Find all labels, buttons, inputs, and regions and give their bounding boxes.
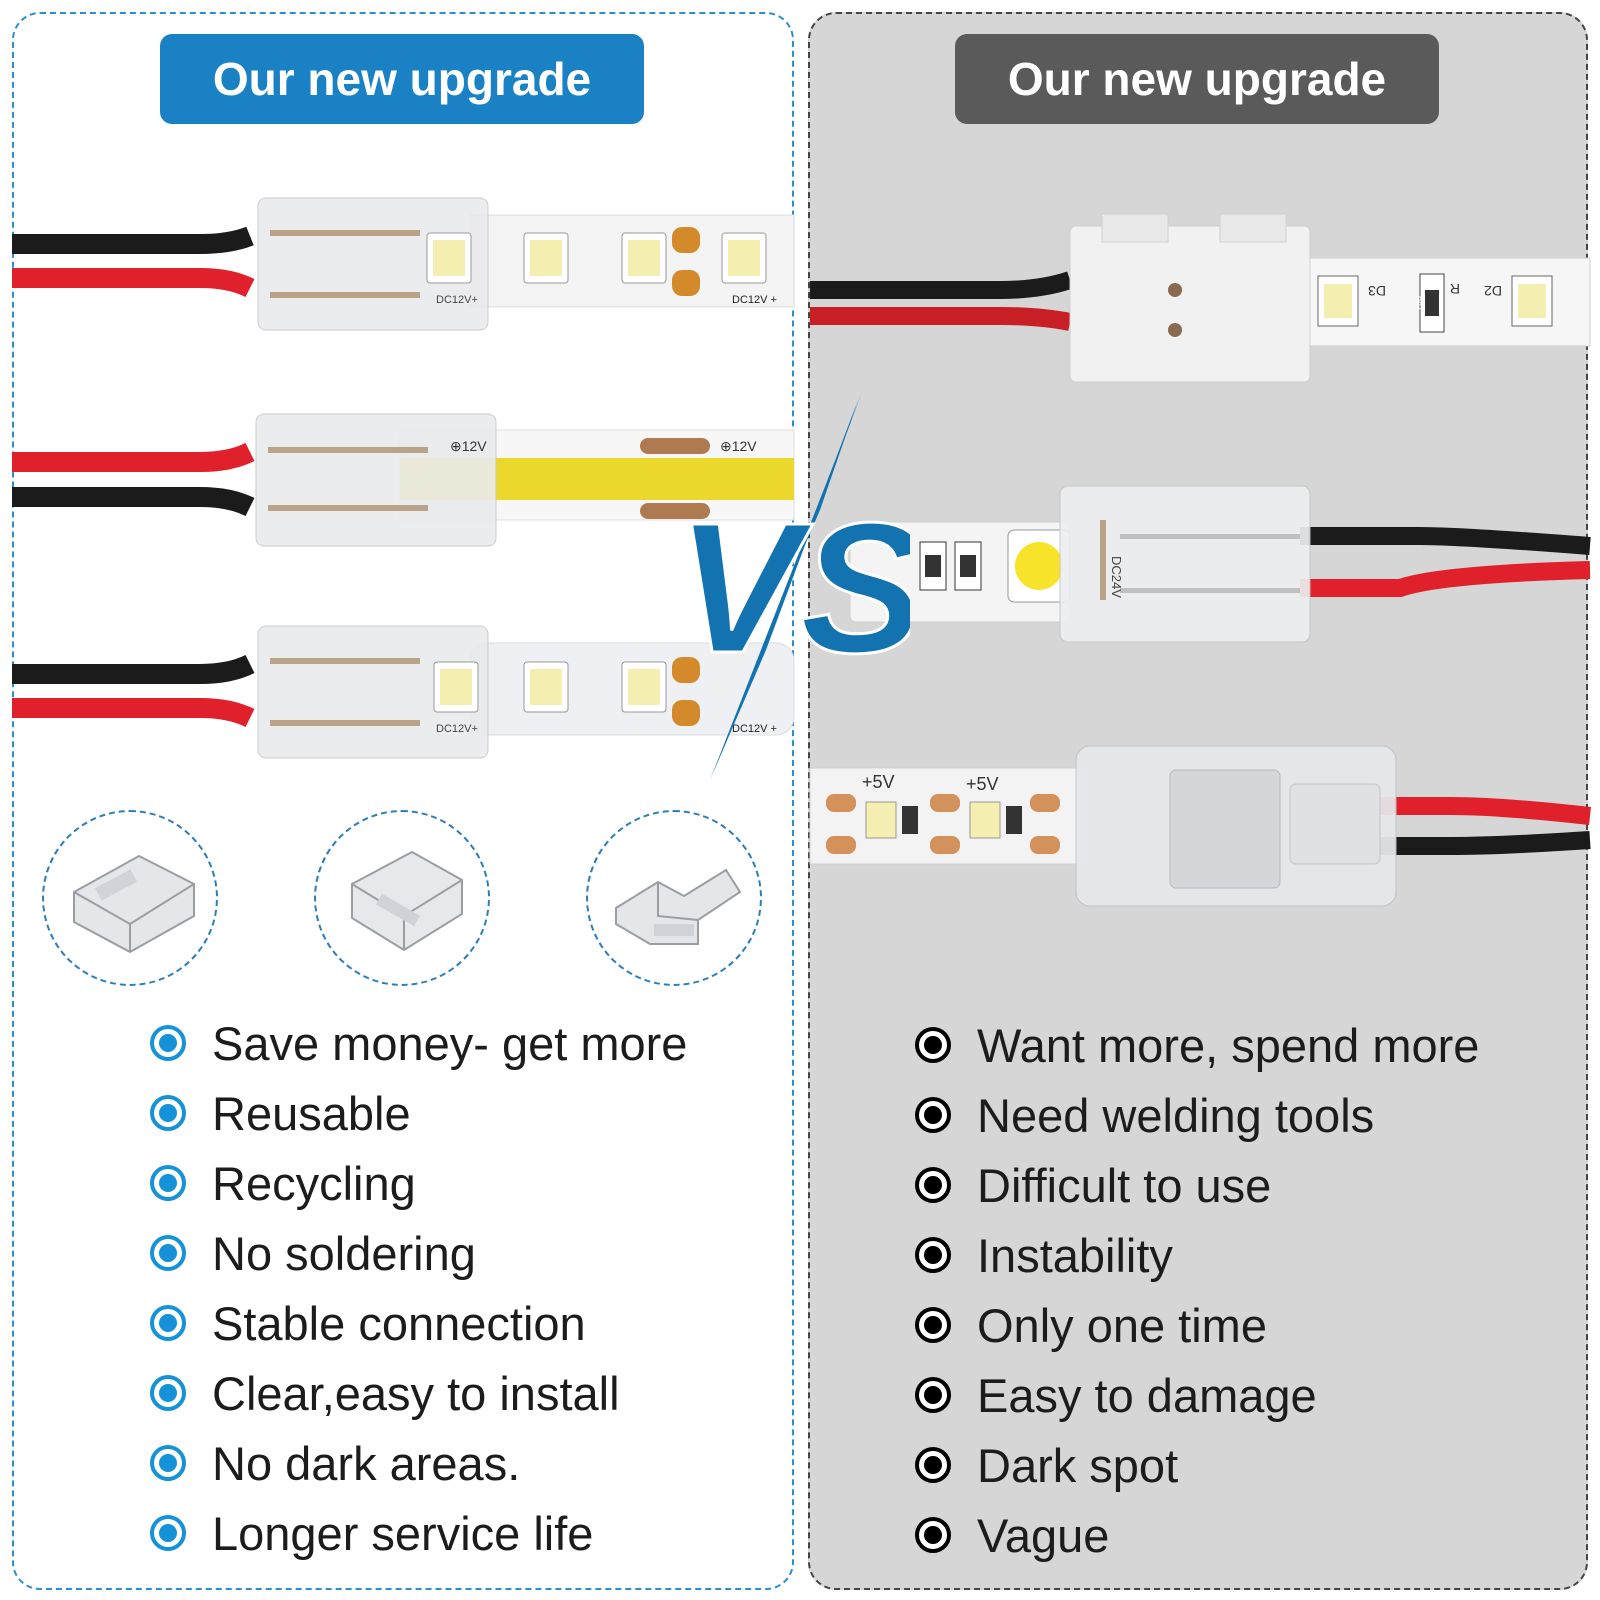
- right-strip-label: D2: [1484, 283, 1502, 299]
- left-connector-photos: DC12V+ DC12V + ⊕12V ⊕12V DC12V+ DC12V +: [12, 197, 795, 759]
- left-strip-row-3: DC12V+ DC12V +: [12, 625, 795, 759]
- right-title-text: Our new upgrade: [1007, 53, 1387, 105]
- feature-item: Dark spot: [915, 1430, 1479, 1500]
- bullet-icon: [150, 1375, 186, 1411]
- vs-text: VS: [676, 485, 910, 692]
- vs-emblem: VS: [675, 392, 910, 780]
- feature-item: Only one time: [915, 1290, 1479, 1360]
- feature-item: Reusable: [150, 1078, 687, 1148]
- bullet-icon: [150, 1025, 186, 1061]
- feature-text: Difficult to use: [977, 1158, 1272, 1212]
- left-strip-label: DC12V+: [436, 294, 478, 306]
- feature-text: Longer service life: [212, 1506, 594, 1560]
- feature-item: Vague: [915, 1500, 1479, 1570]
- bullet-icon: [915, 1517, 951, 1553]
- right-title-badge: Our new upgrade: [955, 34, 1439, 124]
- feature-text: Easy to damage: [977, 1368, 1317, 1422]
- feature-item: Stable connection: [150, 1288, 687, 1358]
- feature-item: Instability: [915, 1220, 1479, 1290]
- bullet-icon: [150, 1095, 186, 1131]
- right-strip-label: +5V: [966, 774, 999, 794]
- bullet-icon: [915, 1237, 951, 1273]
- feature-text: Stable connection: [212, 1296, 586, 1350]
- right-strip-row-2: DC24V: [849, 485, 1591, 643]
- left-strip-label: DC12V+: [436, 723, 478, 735]
- feature-item: Clear,easy to install: [150, 1358, 687, 1428]
- right-strip-label: D3: [1368, 283, 1386, 299]
- bullet-icon: [915, 1097, 951, 1133]
- feature-text: Recycling: [212, 1156, 416, 1210]
- bullet-icon: [915, 1447, 951, 1483]
- right-strip-label: DC24V: [1109, 556, 1124, 598]
- right-strip-row-3: +5V +5V: [809, 745, 1591, 907]
- right-strip-label: 681: [1415, 296, 1425, 311]
- right-strip-label: R: [1450, 281, 1460, 297]
- feature-text: No dark areas.: [212, 1436, 521, 1490]
- feature-item: Difficult to use: [915, 1150, 1479, 1220]
- feature-item: Easy to damage: [915, 1360, 1479, 1430]
- left-title-text: Our new upgrade: [212, 53, 592, 105]
- feature-item: No dark areas.: [150, 1428, 687, 1498]
- left-strip-label: DC12V +: [732, 723, 777, 735]
- feature-text: Clear,easy to install: [212, 1366, 620, 1420]
- bullet-icon: [915, 1307, 951, 1343]
- bullet-icon: [150, 1305, 186, 1341]
- feature-item: Longer service life: [150, 1498, 687, 1568]
- left-title-badge: Our new upgrade: [160, 34, 644, 124]
- bullet-icon: [915, 1027, 951, 1063]
- feature-item: No soldering: [150, 1218, 687, 1288]
- feature-item: Want more, spend more: [915, 1010, 1479, 1080]
- feature-text: Need welding tools: [977, 1088, 1375, 1142]
- left-strip-label: DC12V +: [732, 294, 777, 306]
- feature-item: Save money- get more: [150, 1008, 687, 1078]
- bullet-icon: [150, 1235, 186, 1271]
- feature-text: Instability: [977, 1228, 1173, 1282]
- feature-text: Save money- get more: [212, 1016, 688, 1070]
- feature-item: Recycling: [150, 1148, 687, 1218]
- connector-detail-image: [615, 868, 742, 945]
- feature-text: Dark spot: [977, 1438, 1179, 1492]
- feature-text: Reusable: [212, 1086, 411, 1140]
- left-cob-label: ⊕12V: [720, 438, 757, 454]
- right-connector-photos: D3 R D2 681 DC24V: [809, 213, 1591, 907]
- feature-text: No soldering: [212, 1226, 476, 1280]
- left-strip-row-1: DC12V+ DC12V +: [12, 197, 795, 331]
- connector-detail-circle: [314, 810, 490, 986]
- left-cob-label: ⊕12V: [450, 438, 487, 454]
- connector-detail-image: [73, 854, 195, 954]
- connector-detail-circle: [586, 810, 762, 986]
- feature-text: Want more, spend more: [977, 1018, 1480, 1072]
- left-strip-row-2: ⊕12V ⊕12V: [12, 413, 795, 547]
- feature-text: Vague: [977, 1508, 1110, 1562]
- right-strip-row-1: D3 R D2 681: [810, 213, 1591, 383]
- feature-item: Need welding tools: [915, 1080, 1479, 1150]
- connector-detail-image: [351, 850, 463, 952]
- bullet-icon: [150, 1445, 186, 1481]
- feature-text: Only one time: [977, 1298, 1267, 1352]
- bullet-icon: [915, 1377, 951, 1413]
- bullet-icon: [150, 1515, 186, 1551]
- connector-detail-circle: [42, 810, 218, 986]
- bullet-icon: [915, 1167, 951, 1203]
- right-strip-label: +5V: [862, 772, 895, 792]
- bullet-icon: [150, 1165, 186, 1201]
